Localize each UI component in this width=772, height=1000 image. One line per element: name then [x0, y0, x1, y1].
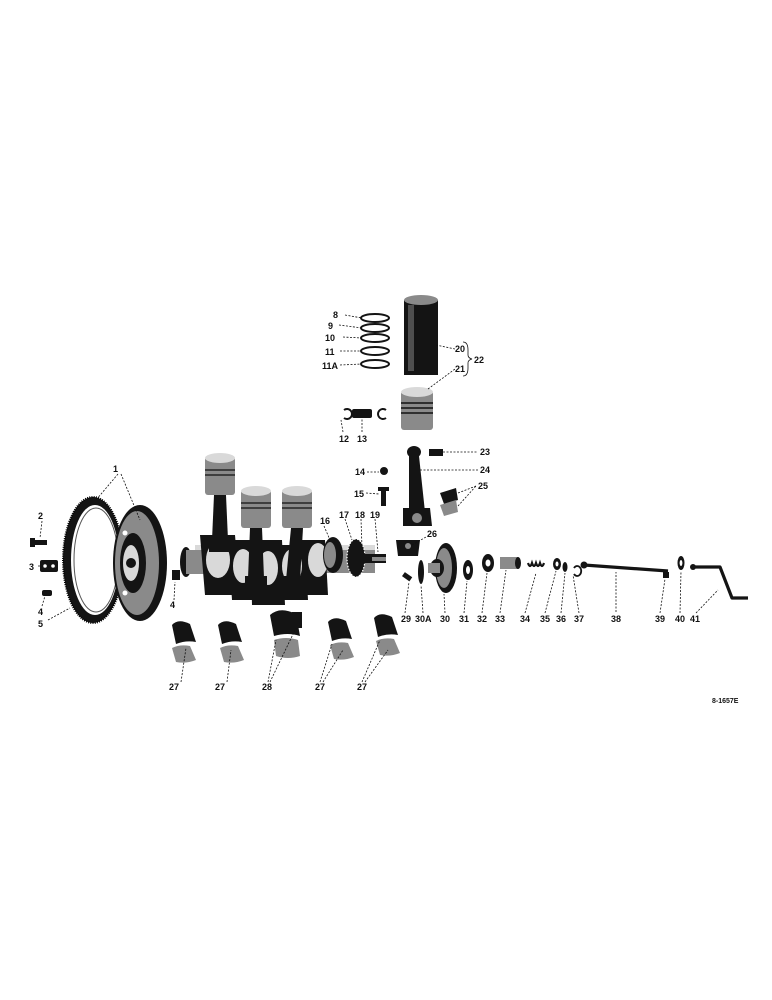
callout-8: 8 — [333, 310, 338, 320]
callout-31: 31 — [459, 614, 469, 624]
dowel-pin — [42, 590, 52, 596]
rod-nut — [380, 467, 388, 475]
flywheel — [113, 505, 167, 621]
callout-14: 14 — [355, 467, 365, 477]
callout-26: 26 — [427, 529, 437, 539]
main-bearing-set-1 — [172, 621, 196, 663]
rod-bearings — [440, 488, 458, 516]
callout-28: 28 — [262, 682, 272, 692]
main-bearing-set-2 — [218, 621, 244, 663]
callout-27c: 27 — [315, 682, 325, 692]
callout-12: 12 — [339, 434, 349, 444]
callout-1: 1 — [113, 464, 118, 474]
callout-36: 36 — [556, 614, 566, 624]
callout-34: 34 — [520, 614, 530, 624]
crank-key — [402, 572, 413, 582]
callout-11a: 11A — [322, 361, 339, 371]
callout-25: 25 — [478, 481, 488, 491]
pulley-washer — [418, 560, 424, 584]
callout-13: 13 — [357, 434, 367, 444]
cylinder-sleeve — [404, 295, 438, 375]
flywheel-bolt — [30, 538, 47, 547]
piston — [401, 387, 433, 430]
callout-39: 39 — [655, 614, 665, 624]
callout-27b: 27 — [215, 682, 225, 692]
callout-38: 38 — [611, 614, 621, 624]
crank-dowel — [172, 570, 180, 580]
callout-23: 23 — [480, 447, 490, 457]
callout-41: 41 — [690, 614, 700, 624]
spring — [526, 559, 546, 568]
connecting-rod — [403, 446, 432, 526]
rod-bolt — [378, 487, 389, 506]
callout-18: 18 — [355, 510, 365, 520]
callout-16: 16 — [320, 516, 330, 526]
callout-40: 40 — [675, 614, 685, 624]
callout-22: 22 — [474, 355, 484, 365]
callout-29: 29 — [401, 614, 411, 624]
rod-bushing — [429, 449, 443, 456]
callout-27a: 27 — [169, 682, 179, 692]
leader-lines — [38, 314, 719, 683]
callout-10: 10 — [325, 333, 335, 343]
piston-rod-2 — [241, 486, 271, 590]
piston-rod-3 — [281, 486, 312, 590]
callout-3: 3 — [29, 562, 34, 572]
callout-30a: 30A — [415, 614, 432, 624]
callout-11: 11 — [325, 347, 335, 357]
starting-crank-handle — [690, 564, 748, 600]
cotter-pin — [663, 572, 669, 578]
callout-20: 20 — [455, 344, 465, 354]
callout-labels: 1 2 3 4 4 5 8 9 10 11 11A 12 13 14 15 16… — [29, 310, 739, 705]
callout-5: 5 — [38, 619, 43, 629]
callout-32: 32 — [477, 614, 487, 624]
callout-4b: 4 — [170, 600, 175, 610]
piston-pin — [352, 409, 372, 418]
main-bearing-set-4 — [328, 618, 354, 660]
callout-4a: 4 — [38, 607, 43, 617]
drawing-reference: 8-1657E — [712, 698, 739, 705]
callout-2: 2 — [38, 511, 43, 521]
piston-rod-1 — [205, 453, 235, 552]
callout-9: 9 — [328, 321, 333, 331]
callout-37: 37 — [574, 614, 584, 624]
callout-30: 30 — [440, 614, 450, 624]
piston-pin-retainer-2 — [377, 408, 387, 420]
callout-19: 19 — [370, 510, 380, 520]
main-bearing-set-5 — [374, 614, 400, 656]
starting-crank-rod — [580, 561, 669, 573]
rod-cap — [396, 540, 420, 556]
lock-plate — [40, 560, 58, 572]
callout-35: 35 — [540, 614, 550, 624]
retaining-ring — [562, 562, 568, 572]
main-bearing-set-3 — [270, 610, 302, 658]
callout-21: 21 — [455, 364, 465, 374]
callout-33: 33 — [495, 614, 505, 624]
snap-ring — [573, 565, 583, 577]
piston-rings — [360, 313, 390, 369]
callout-27d: 27 — [357, 682, 367, 692]
callout-15: 15 — [354, 489, 364, 499]
callout-17: 17 — [339, 510, 349, 520]
crankshaft-pulley — [428, 543, 457, 593]
starting-jaw-sleeve — [500, 557, 521, 569]
piston-pin-retainer — [343, 408, 353, 420]
callout-24: 24 — [480, 465, 490, 475]
